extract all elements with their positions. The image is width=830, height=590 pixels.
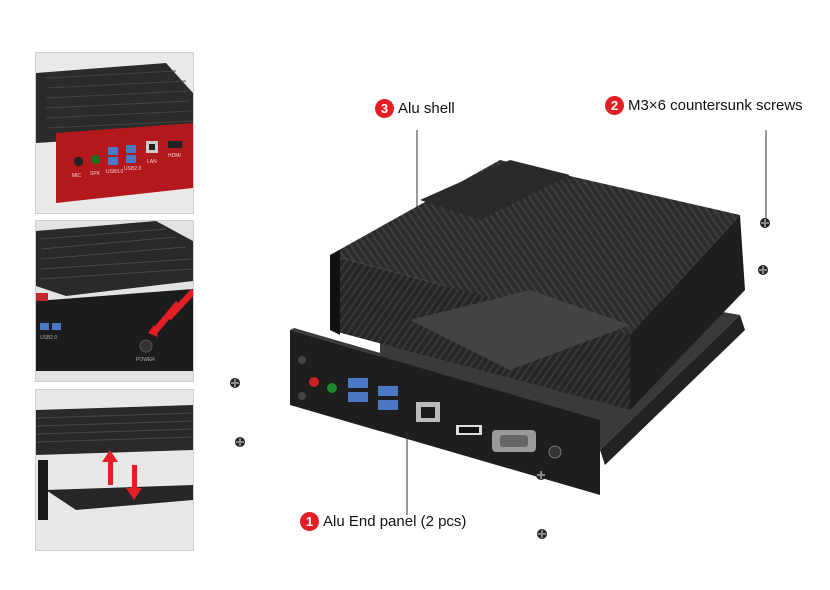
mic-jack	[309, 377, 319, 387]
callout-number-badge: 3	[375, 99, 394, 118]
audio-jack	[327, 383, 337, 393]
screw-icon	[537, 529, 547, 539]
thumb1-port-label-usb3: USB3.0	[106, 169, 123, 175]
thumb1-port-label-usb2: USB2.0	[124, 166, 141, 172]
callout-end-panel: 1 Alu End panel (2 pcs)	[300, 512, 466, 531]
thumb1-port-label-lan: LAN	[147, 159, 157, 165]
thumbnail-red-front-panel: MIC SPK USB3.0 USB2.0 LAN HDMI	[35, 52, 194, 214]
callout-number-badge: 1	[300, 512, 319, 531]
thumbnail-panel-insertion	[35, 389, 194, 551]
callout-label: M3×6 countersunk screws	[628, 97, 803, 114]
callout-number-badge: 2	[605, 96, 624, 115]
alu-end-panel	[290, 328, 604, 495]
thumb1-port-label-mic: MIC	[72, 173, 82, 179]
screw-icon	[760, 218, 770, 228]
exploded-view-illustration	[290, 130, 767, 515]
panel-screw-hole-icon	[298, 356, 306, 364]
usb-ports	[348, 378, 398, 410]
screw-icon	[230, 378, 240, 388]
thumb1-port-label-spk: SPK	[90, 171, 101, 177]
callout-label: Alu End panel (2 pcs)	[323, 513, 467, 530]
screw-icon	[536, 470, 546, 480]
thumb2-arrows	[148, 289, 193, 337]
callout-countersunk-screws: 2 M3×6 countersunk screws	[605, 96, 803, 115]
screw-icon	[235, 437, 245, 447]
thumbnail-shell-removal: USB2.0 POWER	[35, 220, 194, 382]
thumb2-port-label-power: POWER	[136, 357, 155, 363]
callout-label: Alu shell	[398, 100, 455, 117]
callout-alu-shell: 3 Alu shell	[375, 99, 455, 118]
thumb3-arrows	[102, 450, 142, 500]
screw-icon	[758, 265, 768, 275]
thumb2-port-label-usb2: USB2.0	[40, 335, 57, 341]
thumbnail-panel-insertion-illustration	[36, 390, 193, 550]
power-jack	[548, 445, 562, 459]
thumb1-port-label-hdmi: HDMI	[168, 153, 181, 159]
thumbnail-shell-removal-illustration: USB2.0 POWER	[36, 221, 193, 381]
thumbnail-red-front-panel-illustration: MIC SPK USB3.0 USB2.0 LAN HDMI	[36, 53, 193, 213]
